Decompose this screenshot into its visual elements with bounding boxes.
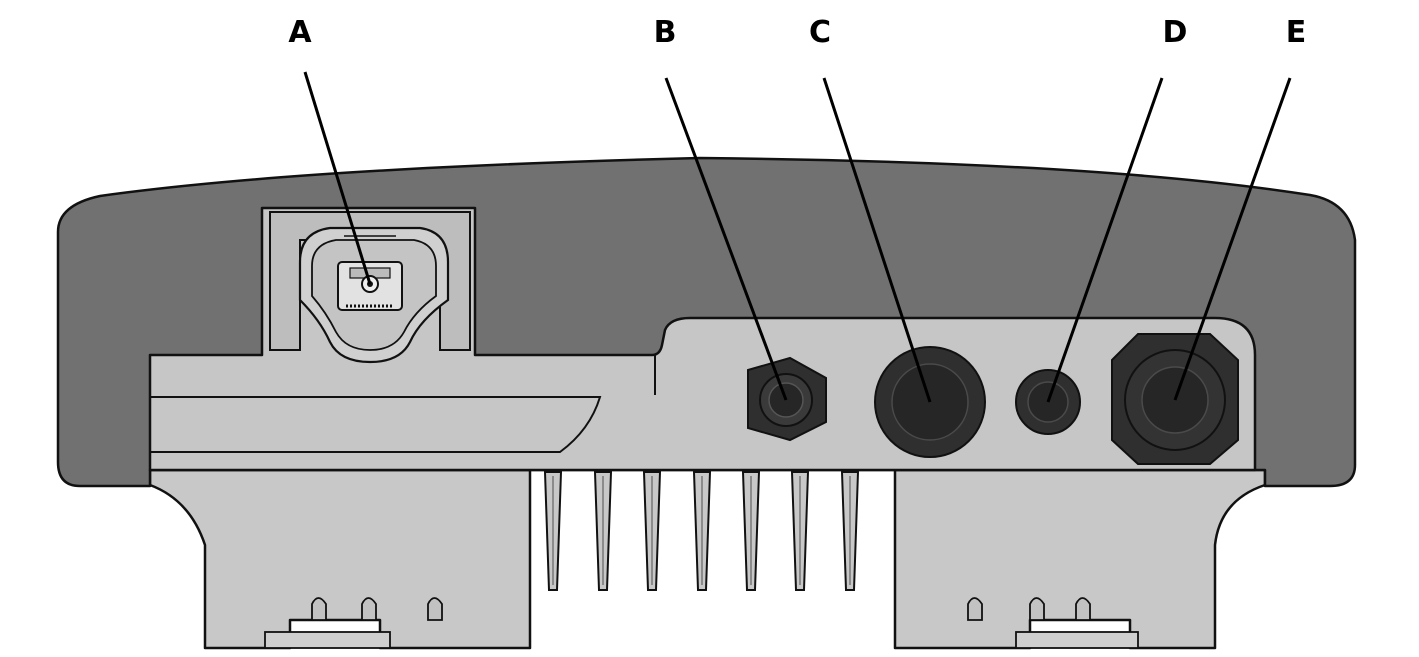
network-port xyxy=(269,211,471,364)
callout-label-e: E xyxy=(1286,15,1307,50)
callout-label-c: C xyxy=(809,15,831,50)
right-foot-block xyxy=(893,468,1267,650)
callout-label-a: A xyxy=(288,15,312,50)
left-foot-block xyxy=(148,350,532,650)
leader-line-c xyxy=(822,77,932,403)
callout-label-b: B xyxy=(654,15,677,50)
leader-line-d xyxy=(1046,77,1164,403)
leader-line-b xyxy=(664,77,788,401)
panel-bevel-line xyxy=(150,396,602,453)
cooling-fins xyxy=(543,471,860,591)
mounting-clips xyxy=(264,597,1139,649)
callouts: A B C D E xyxy=(288,15,1307,403)
leader-line-e xyxy=(1173,77,1292,401)
callout-label-d: D xyxy=(1163,15,1188,50)
leader-line-a xyxy=(303,71,372,285)
